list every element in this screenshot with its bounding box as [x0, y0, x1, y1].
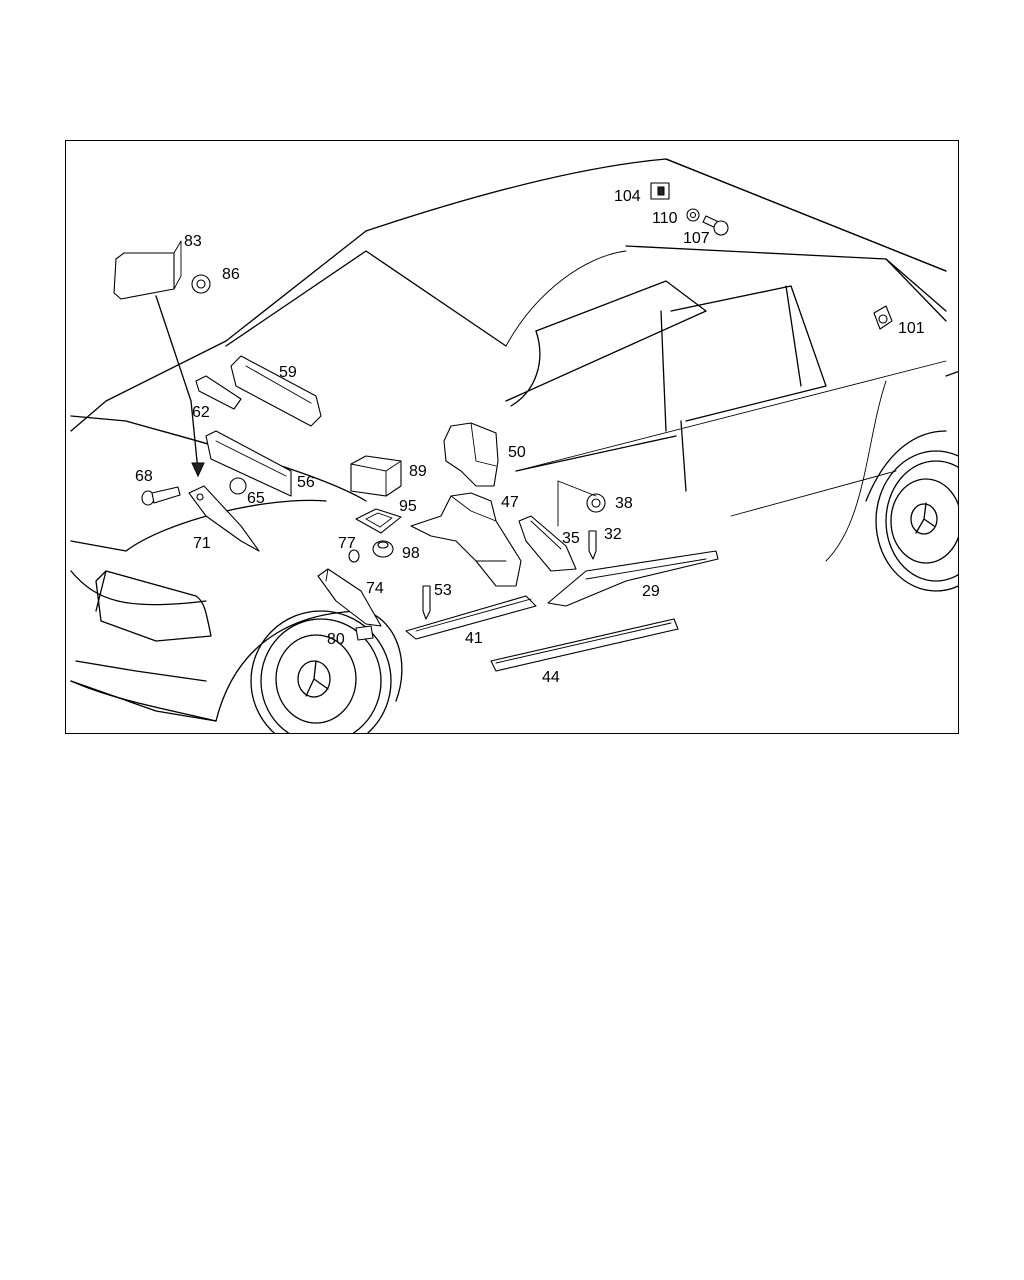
callout-80: 80	[327, 631, 345, 648]
rear-wheel	[875, 450, 958, 592]
callout-95: 95	[399, 498, 417, 515]
callout-83: 83	[184, 233, 202, 250]
callout-65: 65	[247, 490, 265, 507]
callout-59: 59	[279, 364, 297, 381]
part-98-grommet	[372, 540, 394, 558]
callout-86: 86	[222, 266, 240, 283]
callout-62: 62	[192, 404, 210, 421]
callout-53: 53	[434, 582, 452, 599]
parts	[113, 182, 893, 672]
callout-41: 41	[465, 630, 483, 647]
callout-71: 71	[193, 535, 211, 552]
part-53-pin	[422, 585, 431, 620]
part-83-panel	[113, 240, 205, 478]
part-71-bracket	[188, 485, 260, 552]
part-74-panel	[317, 568, 382, 627]
part-47-duct	[410, 492, 522, 587]
part-62-piece	[195, 375, 242, 410]
callout-101: 101	[898, 320, 925, 337]
part-80-clip	[355, 625, 374, 641]
part-89-module	[350, 455, 402, 497]
part-38-nut	[557, 480, 606, 527]
callout-32: 32	[604, 526, 622, 543]
callout-107: 107	[683, 230, 710, 247]
callout-38: 38	[615, 495, 633, 512]
part-86-nut	[191, 274, 211, 294]
part-59-bracket	[230, 355, 322, 427]
part-50-duct	[443, 422, 499, 487]
part-104-clip	[650, 182, 670, 200]
callout-110: 110	[652, 210, 678, 227]
part-110-nut	[686, 208, 700, 222]
callout-35: 35	[562, 530, 580, 547]
callout-74: 74	[366, 580, 384, 597]
part-77-clip	[348, 549, 360, 563]
part-32-pin	[588, 530, 597, 560]
callout-44: 44	[542, 669, 560, 686]
part-41-trim	[405, 595, 537, 640]
part-65-plug	[229, 477, 247, 495]
callout-56: 56	[297, 474, 315, 491]
part-68-bolt	[141, 486, 181, 506]
callout-47: 47	[501, 494, 519, 511]
part-44-sill	[490, 618, 679, 672]
car-exploded-view	[70, 158, 958, 733]
part-107-screw	[702, 215, 729, 236]
parts-diagram-frame: 104 110 107 83 86 101 59 62 50 89 68 56 …	[65, 140, 959, 734]
callout-50: 50	[508, 444, 526, 461]
car-body-outline	[70, 158, 958, 722]
callout-29: 29	[642, 583, 660, 600]
part-56-panel	[205, 430, 292, 497]
part-95-pad	[355, 508, 402, 534]
callout-98: 98	[402, 545, 420, 562]
callout-104: 104	[614, 188, 641, 205]
part-35-tray	[518, 515, 577, 572]
callout-77: 77	[338, 535, 356, 552]
part-101-clip	[873, 305, 893, 330]
callout-89: 89	[409, 463, 427, 480]
part-29-rail	[547, 550, 719, 607]
callout-68: 68	[135, 468, 153, 485]
front-wheel	[215, 610, 403, 733]
